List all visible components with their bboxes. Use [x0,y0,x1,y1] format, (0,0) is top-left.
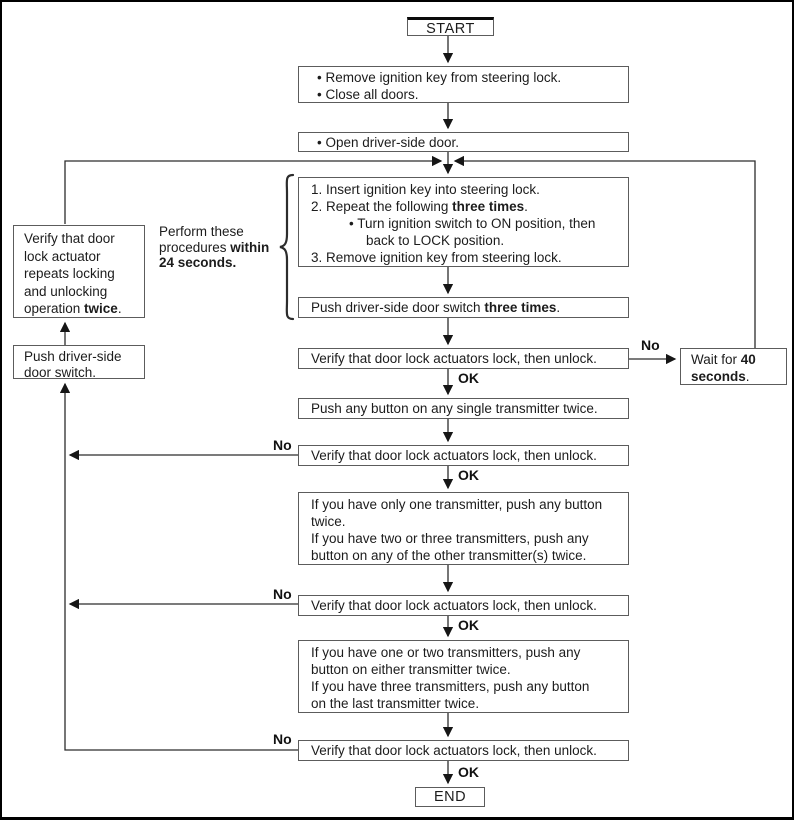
node-verify-1: Verify that door lock actuators lock, th… [298,348,629,369]
text-line: door switch. [24,365,97,380]
node-prepare: • Remove ignition key from steering lock… [298,66,629,103]
text-line: repeats locking [24,266,115,281]
text-line: lock actuator [24,248,101,264]
text-line: Push driver-side door switch three times… [311,300,561,315]
text-line: 24 seconds. [159,255,237,270]
label-no-2: No [273,437,292,453]
node-door-switch-three-times: Push driver-side door switch three times… [298,297,629,318]
node-open-door: • Open driver-side door. [298,132,629,152]
node-start: START [407,17,494,37]
text-line: seconds. [691,369,750,384]
text-line: • Close all doors. [317,87,419,102]
line-left-reentry [64,155,443,224]
text-line: procedures within [159,239,270,255]
text-line: If you have only one transmitter, push a… [311,497,603,512]
text-line: button on either transmitter twice. [311,662,511,677]
label-no-3: No [273,586,292,602]
text-line: Wait for 40 [691,352,756,367]
node-end: END [415,787,485,807]
node-verify-2: Verify that door lock actuators lock, th… [298,445,629,466]
node-verify-3: Verify that door lock actuators lock, th… [298,595,629,616]
text-line: Verify that door [24,231,115,246]
label-no-4: No [273,731,292,747]
text-line: Perform these [159,224,244,239]
node-verify-4: Verify that door lock actuators lock, th… [298,740,629,761]
label-ok-1: OK [458,370,479,386]
line-right-reentry-from-wait [453,155,756,348]
node-wait-40-seconds: Wait for 40 seconds. [680,348,787,385]
text-line: back to LOCK position. [366,233,505,248]
text-line: • Turn ignition switch to ON position, t… [349,216,596,231]
text-line: If you have three transmitters, push any… [311,679,590,694]
text-line: on the last transmitter twice. [311,696,480,711]
label-ok-2: OK [458,467,479,483]
node-key-sequence: 1. Insert ignition key into steering loc… [298,177,629,267]
text-line: 3. Remove ignition key from steering loc… [311,250,562,265]
text-line: If you have two or three transmitters, p… [311,531,589,546]
node-third-transmitter: If you have one or two transmitters, pus… [298,640,629,713]
text-line: If you have one or two transmitters, pus… [311,645,581,660]
label-no-1: No [641,337,660,353]
text-line: twice. [311,514,346,529]
text-line: 2. Repeat the following three times. [311,199,528,214]
label-ok-4: OK [458,764,479,780]
text-line: 1. Insert ignition key into steering loc… [311,182,540,197]
brace-24-seconds [279,173,295,321]
line-no-4-loop-up [59,382,298,751]
node-second-transmitter: If you have only one transmitter, push a… [298,492,629,565]
text-line: button on any of the other transmitter(s… [311,548,587,563]
node-repeat-verify: Verify that door lock actuator repeats loc… [13,225,145,318]
text-line: • Remove ignition key from steering lock… [317,70,562,85]
text-line: and unlocking [24,283,108,299]
text-line: operation twice. [24,301,122,316]
text-line: • Open driver-side door. [317,135,460,150]
node-push-single-transmitter: Push any button on any single transmitte… [298,398,629,419]
text-line: Push driver-side [24,349,122,364]
label-ok-3: OK [458,617,479,633]
